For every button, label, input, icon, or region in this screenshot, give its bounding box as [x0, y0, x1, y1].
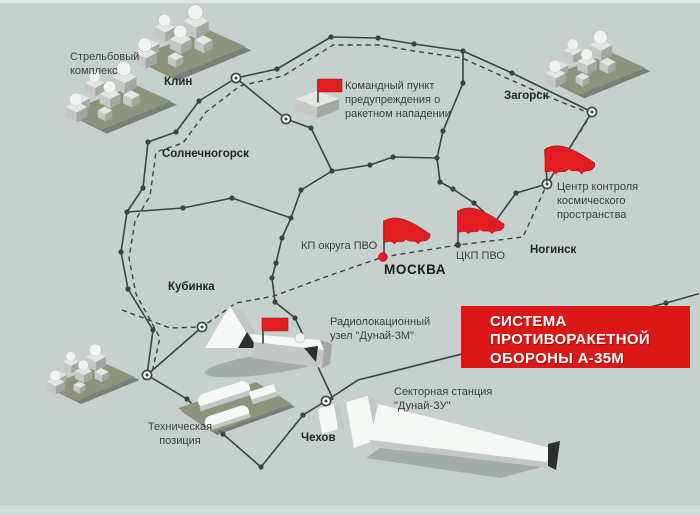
red-flag-icon-warning-post	[317, 78, 343, 103]
network-node-dot	[298, 187, 304, 193]
network-node-dot	[258, 464, 264, 470]
junction-circle-node-center	[590, 110, 594, 114]
network-node-dot	[460, 80, 466, 86]
network-node-dot	[367, 162, 373, 168]
junction-circle-node-center	[145, 373, 149, 377]
bottom-border	[0, 505, 700, 515]
network-node-dot	[118, 249, 124, 255]
network-node-dot	[440, 128, 446, 134]
network-node-dot	[196, 98, 202, 104]
network-node-dot	[273, 260, 279, 266]
junction-nodes	[141, 72, 598, 407]
sector-station-dunay-3u	[318, 396, 560, 478]
label-klin: Клин	[164, 76, 193, 88]
command-post-building	[295, 91, 339, 118]
network-node-dot	[329, 168, 335, 174]
junction-circle-node-center	[200, 325, 204, 329]
network-node-dot	[434, 155, 440, 161]
network-node-dot	[390, 154, 396, 160]
label-zagorsk: Загорск	[504, 90, 549, 102]
label-kubinka: Кубинка	[168, 281, 215, 293]
label-solnechnogorsk: Солнечногорск	[162, 148, 249, 160]
junction-circle-node-center	[545, 182, 549, 186]
title-banner: СИСТЕМА ПРОТИВОРАКЕТНОЙ ОБОРОНЫ А-35М	[461, 306, 690, 368]
network-node-dot	[509, 70, 515, 76]
radar-station-dunay-3m	[204, 306, 332, 378]
network-node-dot	[411, 41, 417, 47]
label-warning-post: Командный пункт предупреждения о ракетно…	[345, 80, 451, 121]
network-node-dot	[274, 66, 280, 72]
network-node-dot	[279, 235, 285, 241]
red-flag-icon-moscow	[383, 217, 431, 259]
network-node-dot	[272, 299, 278, 305]
label-tskp: ЦКП ПВО	[456, 250, 505, 262]
network-node-dot	[292, 315, 298, 321]
label-moscow: МОСКВА	[384, 262, 447, 277]
network-node-dot	[437, 179, 443, 185]
junction-circle-node-center	[234, 76, 238, 80]
network-node-dot	[150, 327, 156, 333]
network-node-dot	[173, 129, 179, 135]
network-node-dot	[288, 215, 294, 221]
network-node-dot	[269, 275, 275, 281]
label-space-center: Центр контроля космического пространства	[557, 181, 639, 222]
network-node-dot	[140, 185, 146, 191]
red-flag-icon-space-center	[544, 145, 596, 182]
firing-complex-zagorsk	[545, 30, 650, 98]
network-node-dot	[145, 139, 151, 145]
title-text: СИСТЕМА ПРОТИВОРАКЕТНОЙ ОБОРОНЫ А-35М	[490, 313, 650, 367]
network-node-dot	[184, 396, 190, 402]
network-node-dot	[513, 190, 519, 196]
network-node-dot	[375, 35, 381, 41]
network-node-dot	[229, 195, 235, 201]
network-node-dot	[471, 200, 477, 206]
network-node-dot	[308, 125, 314, 131]
junction-circle-node-center	[284, 117, 288, 121]
red-flag-icon-radar	[261, 317, 289, 344]
network-node-dot	[300, 412, 306, 418]
network-node-dot	[460, 48, 466, 54]
label-kp-district: КП округа ПВО	[301, 240, 378, 252]
label-noginsk: Ногинск	[530, 244, 577, 256]
top-border	[0, 0, 700, 3]
technical-position-site	[178, 381, 295, 435]
label-chekhov: Чехов	[301, 432, 336, 444]
label-firing-complex: Стрельбовый комплекс	[70, 51, 140, 78]
moscow-node-dot	[378, 252, 388, 262]
junction-circle-node-center	[324, 399, 328, 403]
dashed-radial-line	[121, 112, 593, 329]
red-flag-icon-tskp	[457, 207, 505, 246]
network-node-dot	[328, 34, 334, 40]
network-node-dot	[124, 209, 130, 215]
network-node-dot	[663, 300, 669, 306]
label-radar-node: Радиолокационный узел "Дунай-3М"	[330, 316, 431, 343]
label-sector-station: Секторная станция "Дунай-ЗУ"	[394, 386, 493, 413]
label-tech-position: Техническая позиция	[147, 421, 213, 448]
network-node-dot	[180, 205, 186, 211]
network-node-dot	[450, 186, 456, 192]
network-node-dot	[125, 286, 131, 292]
firing-complex-southwest	[47, 344, 140, 404]
